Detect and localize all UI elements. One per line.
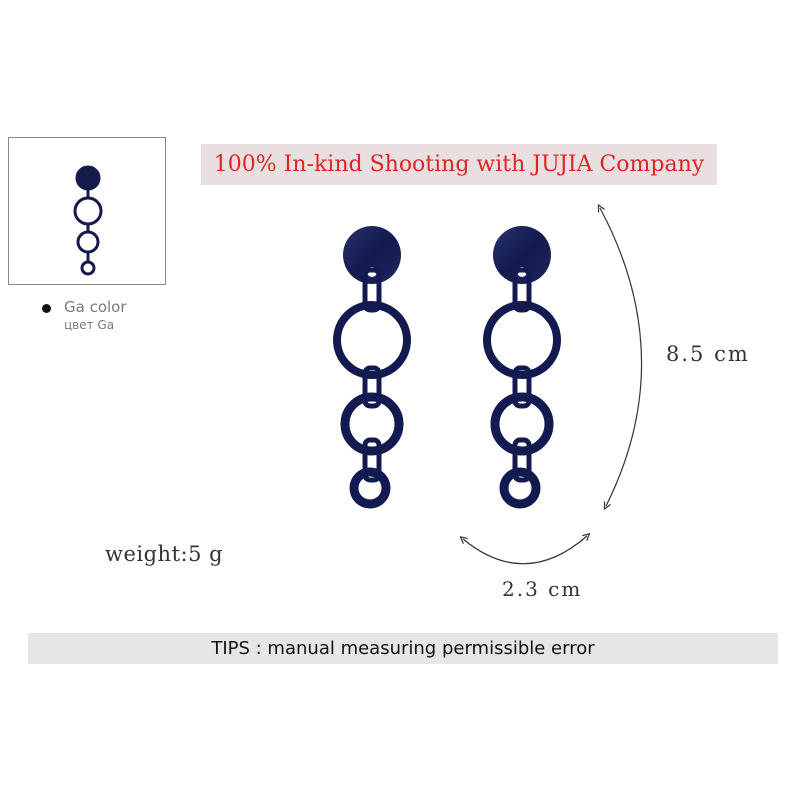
thumbnail-earring-image: [73, 165, 103, 276]
promo-banner: 100% In-kind Shooting with JUJIA Company: [201, 144, 717, 185]
length-arc: [600, 208, 643, 506]
earring-left: [333, 226, 411, 509]
color-selected-dot: [42, 304, 51, 313]
tips-bar: TIPS : manual measuring permissible erro…: [28, 633, 778, 664]
color-name-ru-label: цвет Ga: [64, 318, 115, 332]
thumbnail-frame[interactable]: [8, 137, 166, 285]
width-label: 2.3 cm: [502, 577, 583, 601]
earring-right: [483, 226, 561, 509]
weight-label: weight:5 g: [105, 542, 224, 566]
length-label: 8.5 cm: [666, 342, 750, 366]
width-arc: [463, 536, 587, 565]
color-name-label: Ga color: [64, 298, 127, 316]
